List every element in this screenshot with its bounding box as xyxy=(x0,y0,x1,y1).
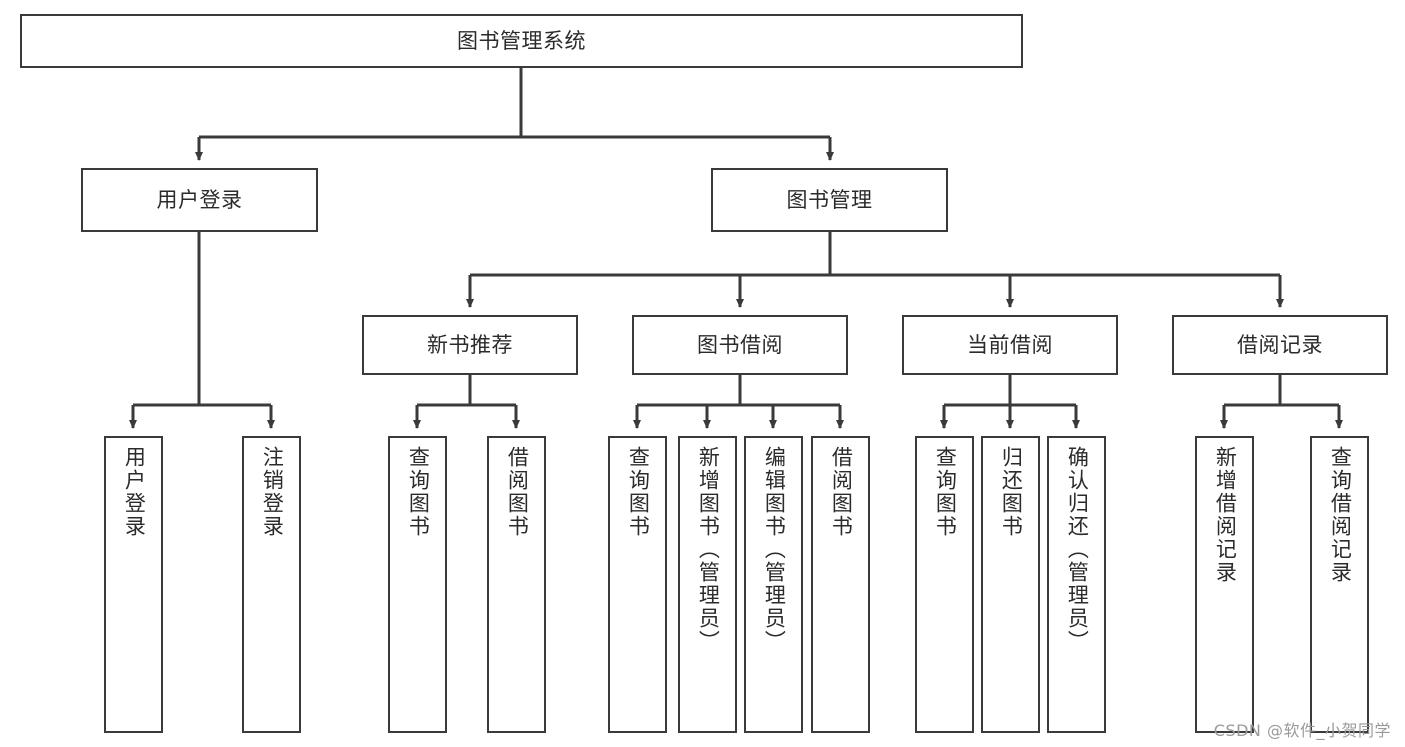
node-leaf-edit-book-label: 编辑图书（管理员） xyxy=(762,446,787,653)
node-leaf-add-book-label: 新增图书（管理员） xyxy=(696,446,721,653)
node-leaf-borrow-book-2[interactable]: 借阅图书 xyxy=(811,436,870,733)
node-book-borrow[interactable]: 图书借阅 xyxy=(632,315,848,375)
node-leaf-confirm-return[interactable]: 确认归还（管理员） xyxy=(1047,436,1106,733)
node-leaf-return-book[interactable]: 归还图书 xyxy=(981,436,1040,733)
node-root-label: 图书管理系统 xyxy=(457,28,586,53)
node-new-book-rec-label: 新书推荐 xyxy=(427,332,513,357)
node-book-manage[interactable]: 图书管理 xyxy=(711,168,948,232)
node-root[interactable]: 图书管理系统 xyxy=(20,14,1023,68)
node-leaf-query-book-2[interactable]: 查询图书 xyxy=(608,436,667,733)
node-leaf-user-logout[interactable]: 注销登录 xyxy=(242,436,301,733)
node-leaf-query-book-3-label: 查询图书 xyxy=(933,446,958,538)
node-leaf-user-logout-label: 注销登录 xyxy=(260,446,285,538)
node-leaf-borrow-book-1-label: 借阅图书 xyxy=(505,446,530,538)
node-book-borrow-label: 图书借阅 xyxy=(697,332,783,357)
node-leaf-user-login-label: 用户登录 xyxy=(122,446,147,538)
node-leaf-add-record-label: 新增借阅记录 xyxy=(1213,446,1238,584)
node-leaf-add-record[interactable]: 新增借阅记录 xyxy=(1195,436,1254,733)
node-leaf-borrow-book-2-label: 借阅图书 xyxy=(829,446,854,538)
node-user-login-label: 用户登录 xyxy=(156,187,243,212)
node-leaf-query-book-1[interactable]: 查询图书 xyxy=(388,436,447,733)
csdn-watermark: CSDN @软件_小贺同学 xyxy=(1213,721,1391,740)
node-leaf-query-record[interactable]: 查询借阅记录 xyxy=(1310,436,1369,733)
node-current-borrow[interactable]: 当前借阅 xyxy=(902,315,1118,375)
node-leaf-return-book-label: 归还图书 xyxy=(999,446,1024,538)
node-book-manage-label: 图书管理 xyxy=(786,187,873,212)
node-leaf-add-book[interactable]: 新增图书（管理员） xyxy=(678,436,737,733)
node-borrow-record[interactable]: 借阅记录 xyxy=(1172,315,1388,375)
node-leaf-query-record-label: 查询借阅记录 xyxy=(1328,446,1353,584)
node-leaf-user-login[interactable]: 用户登录 xyxy=(104,436,163,733)
node-leaf-confirm-return-label: 确认归还（管理员） xyxy=(1065,446,1090,653)
node-leaf-edit-book[interactable]: 编辑图书（管理员） xyxy=(744,436,803,733)
node-leaf-borrow-book-1[interactable]: 借阅图书 xyxy=(487,436,546,733)
node-leaf-query-book-2-label: 查询图书 xyxy=(626,446,651,538)
node-leaf-query-book-1-label: 查询图书 xyxy=(406,446,431,538)
node-current-borrow-label: 当前借阅 xyxy=(967,332,1053,357)
node-new-book-rec[interactable]: 新书推荐 xyxy=(362,315,578,375)
node-user-login[interactable]: 用户登录 xyxy=(81,168,318,232)
node-leaf-query-book-3[interactable]: 查询图书 xyxy=(915,436,974,733)
node-borrow-record-label: 借阅记录 xyxy=(1237,332,1323,357)
